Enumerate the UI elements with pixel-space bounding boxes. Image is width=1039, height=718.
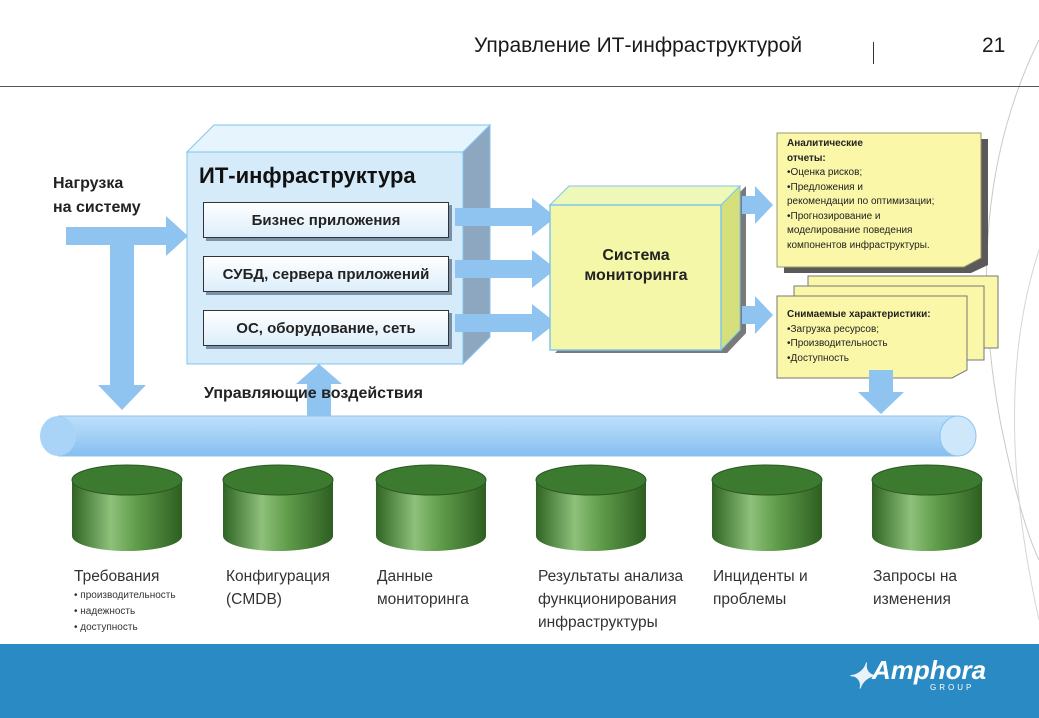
db-label-line: функционирования (538, 591, 677, 608)
db-label-line: Данные (377, 568, 433, 585)
layer-os-hardware-network: ОС, оборудование, сеть (203, 310, 449, 346)
page-title: Управление ИТ-инфраструктурой (474, 34, 803, 57)
db-sub-item: • надежность (74, 606, 136, 617)
monitoring-to-notes-arrows (742, 186, 773, 334)
db-label-line: Результаты анализа (538, 568, 684, 585)
header-divider (873, 42, 874, 64)
control-arrow (296, 364, 342, 418)
database-icon (375, 464, 487, 551)
database-icon (222, 464, 334, 551)
db-label-line: Запросы на (873, 568, 957, 585)
db-label-line: Требования (74, 568, 160, 585)
db-label-line: проблемы (713, 591, 787, 608)
db-sub-item: • производительность (74, 590, 176, 601)
reports-item: •Оценка рисков; (787, 167, 863, 178)
reports-title-line1: Аналитические (787, 138, 863, 149)
metrics-item: •Доступность (787, 352, 849, 364)
db-label-incidents: Инциденты и проблемы (713, 565, 808, 611)
amphora-logo-icon: ✦ (846, 658, 875, 696)
db-label-line: Конфигурация (226, 568, 331, 585)
notes-to-bus-arrow (858, 370, 904, 414)
metrics-note-text: Снимаемые характеристики: •Загрузка ресу… (787, 308, 967, 366)
load-label: Нагрузка на систему (53, 172, 141, 220)
infra-to-monitoring-arrows (455, 198, 556, 342)
infrastructure-title: ИТ-инфраструктура (199, 163, 416, 188)
metrics-item: •Производительность (787, 338, 888, 349)
amphora-logo-sub: GROUP (930, 683, 975, 692)
reports-item: •Прогнозирование и (787, 210, 881, 222)
monitoring-box (548, 184, 746, 353)
db-label-analysis-results: Результаты анализа функционирования инфр… (538, 565, 683, 634)
db-label-line: Инциденты и (713, 568, 808, 585)
control-actions-label: Управляющие воздействия (204, 385, 423, 402)
db-label-line: инфраструктуры (538, 614, 658, 631)
page-number: 21 (982, 34, 1006, 57)
amphora-logo: Amphora (872, 655, 987, 685)
db-sub-item: • доступность (74, 622, 138, 633)
monitoring-title: Система мониторинга (553, 246, 719, 286)
data-bus (40, 415, 977, 457)
database-icon (71, 464, 183, 551)
load-label-line1: Нагрузка (53, 175, 124, 192)
metrics-item: •Загрузка ресурсов; (787, 323, 880, 335)
header-rule (0, 86, 1039, 87)
db-label-configuration: Конфигурация (CMDB) (226, 565, 330, 611)
reports-item: •Предложения и (787, 181, 863, 193)
database-icon (535, 464, 647, 551)
db-label-requirements: Требования • производительность • надежн… (74, 565, 176, 636)
monitoring-title-line1: Система (602, 247, 670, 264)
reports-item: рекомендации по оптимизации; (787, 196, 935, 207)
db-label-line: мониторинга (377, 591, 469, 608)
reports-note (776, 132, 988, 273)
db-label-line: изменения (873, 591, 951, 608)
database-icon (871, 464, 983, 551)
database-cylinders (71, 464, 983, 551)
db-label-monitoring-data: Данные мониторинга (377, 565, 469, 611)
load-label-line2: на систему (53, 199, 141, 216)
layer-business-apps: Бизнес приложения (203, 202, 449, 238)
db-label-line: (CMDB) (226, 591, 282, 608)
database-icon (711, 464, 823, 551)
metrics-note-stack (776, 275, 999, 379)
reports-title-line2: отчеты: (787, 152, 826, 164)
reports-item: компонентов инфраструктуры. (787, 239, 930, 251)
db-label-change-requests: Запросы на изменения (873, 565, 957, 611)
reports-note-text: Аналитические отчеты: •Оценка рисков; •П… (787, 137, 977, 253)
monitoring-title-line2: мониторинга (584, 267, 688, 284)
footer-band (0, 644, 1039, 718)
load-arrow (66, 216, 188, 410)
reports-item: моделирование поведения (787, 225, 913, 236)
layer-dbms-app-servers: СУБД, сервера приложений (203, 256, 449, 292)
metrics-title: Снимаемые характеристики: (787, 309, 931, 320)
